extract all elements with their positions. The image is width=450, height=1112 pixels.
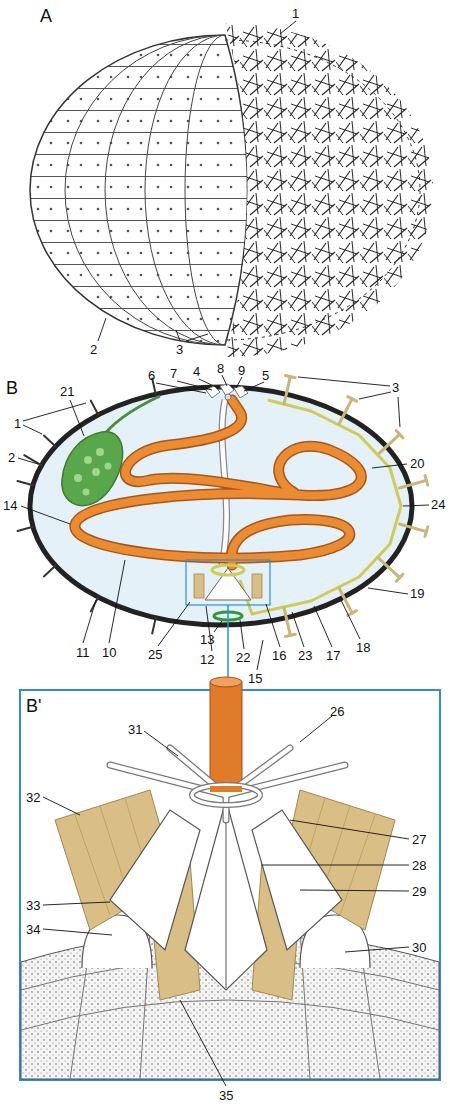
callout-number: 8 bbox=[217, 361, 224, 376]
callout-number: 19 bbox=[410, 586, 424, 601]
callout-number: 30 bbox=[412, 940, 426, 955]
callout-number: 33 bbox=[26, 898, 40, 913]
callout-number: 35 bbox=[219, 1088, 233, 1103]
callout-number: 3 bbox=[392, 380, 399, 395]
callout-number: 34 bbox=[26, 922, 40, 937]
callout-number: 5 bbox=[262, 368, 269, 383]
callout-number: 6 bbox=[148, 368, 155, 383]
callout-number: 2 bbox=[8, 450, 15, 465]
callout-number: 23 bbox=[298, 648, 312, 663]
callout-number: 16 bbox=[272, 648, 286, 663]
callout-number: 20 bbox=[410, 456, 424, 471]
callout-number: 26 bbox=[330, 704, 344, 719]
leader-lines-a bbox=[98, 21, 296, 341]
callout-number: 10 bbox=[102, 645, 116, 660]
callout-number: 25 bbox=[148, 647, 162, 662]
callout-number: 32 bbox=[26, 790, 40, 805]
callout-number: 22 bbox=[236, 650, 250, 665]
callout-number: 17 bbox=[326, 648, 340, 663]
callout-number: 28 bbox=[412, 858, 426, 873]
callout-number: 31 bbox=[128, 722, 142, 737]
callout-number: 21 bbox=[60, 384, 74, 399]
callout-number: 13 bbox=[200, 632, 214, 647]
callout-number: 1 bbox=[292, 6, 299, 21]
callout-number: 2 bbox=[90, 342, 97, 357]
callout-number: 29 bbox=[412, 884, 426, 899]
callout-number: 7 bbox=[170, 366, 177, 381]
leader-lines-b-prime bbox=[43, 716, 409, 1086]
urchin-test-exterior bbox=[30, 23, 433, 357]
callout-number: 15 bbox=[248, 671, 262, 686]
gut bbox=[75, 400, 361, 565]
callout-number: 3 bbox=[176, 342, 183, 357]
urchin-section bbox=[18, 376, 428, 691]
callout-number: 11 bbox=[76, 645, 90, 660]
callout-number: 1 bbox=[14, 416, 21, 431]
lantern-detail bbox=[20, 677, 440, 1080]
callout-number: 24 bbox=[431, 497, 445, 512]
callout-number: 18 bbox=[356, 640, 370, 655]
callout-number: 9 bbox=[238, 363, 245, 378]
panel-letter: B' bbox=[26, 696, 41, 716]
panel-letter: B bbox=[6, 378, 18, 398]
leader-lines-b bbox=[18, 375, 429, 670]
apical-plates bbox=[206, 384, 248, 400]
callout-number: 4 bbox=[193, 364, 200, 379]
callout-number: 12 bbox=[200, 652, 214, 667]
callout-number: 27 bbox=[412, 832, 426, 847]
panel-letter: A bbox=[40, 6, 52, 26]
callout-number: 14 bbox=[3, 498, 17, 513]
water-vascular-canal bbox=[240, 400, 401, 614]
